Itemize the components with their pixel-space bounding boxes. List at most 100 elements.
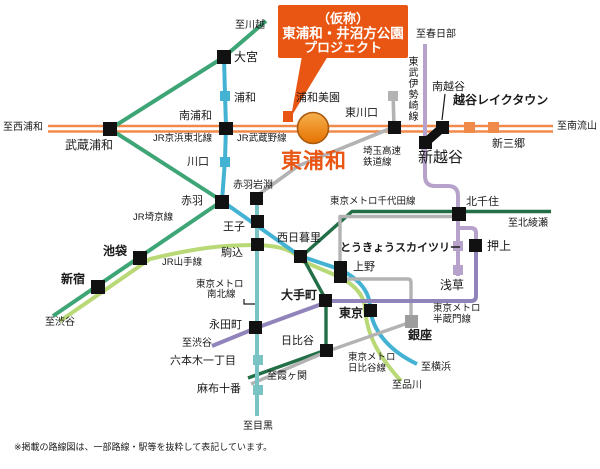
station-marker-otemachi — [319, 294, 332, 307]
label-higashi-urawa: 東浦和 — [281, 150, 347, 173]
label-shin-koshigaya: 新越谷 — [418, 149, 464, 166]
label-to-kasukabe: 至春日部 — [416, 29, 456, 40]
station-marker-ginza — [405, 315, 418, 328]
label-pointer-minamikoshigaya — [441, 93, 446, 121]
label-to-shinagawa: 至品川 — [392, 380, 422, 391]
line-jr-keihin-tohoku — [219, 56, 418, 366]
station-marker-higashi-kawaguchi — [388, 121, 401, 134]
label-to-shibuya-mid: 至渋谷 — [182, 338, 212, 349]
label-jr-saikyo-line: JR埼京線 — [133, 212, 174, 223]
station-marker-minami-koshigaya — [436, 121, 449, 134]
label-tokyo-skytree: とうきょうスカイツリー — [340, 242, 461, 254]
station-marker-azabu-juban — [253, 385, 263, 395]
label-jr-yamanote-line: JR山手線 — [162, 257, 203, 268]
label-nishi-nippori: 西日暮里 — [277, 232, 321, 244]
label-musashi-urawa: 武蔵浦和 — [65, 138, 114, 152]
station-markers-black — [91, 50, 482, 357]
label-ginza: 銀座 — [408, 328, 433, 342]
station-marker-oji — [251, 215, 264, 228]
label-to-shibuya-left: 至渋谷 — [45, 317, 75, 328]
project-callout-shape — [278, 5, 408, 122]
label-to-kita-ayase: 至北綾瀬 — [508, 218, 548, 229]
label-saitama-rapid-2: 鉄道線 — [363, 157, 392, 168]
label-asakusa: 浅草 — [440, 278, 465, 292]
label-to-kasumigaseki: 至霞ヶ関 — [267, 371, 307, 382]
label-shin-misato: 新三郷 — [492, 138, 525, 150]
label-nagatacho: 永田町 — [209, 319, 242, 331]
station-marker-tokyo — [364, 304, 377, 317]
label-to-nishi-urawa: 至西浦和 — [3, 122, 43, 133]
callout-box — [278, 5, 408, 58]
label-omiya: 大宮 — [234, 50, 259, 64]
label-minami-urawa: 南浦和 — [179, 110, 212, 122]
line-metro-hibiya — [250, 214, 460, 386]
label-higashi-kawaguchi: 東川口 — [345, 107, 378, 119]
station-marker-hibiya — [320, 344, 333, 357]
label-akabane-iwabuchi: 赤羽岩淵 — [233, 180, 273, 191]
station-marker-shin-misato — [488, 122, 499, 133]
station-marker-koshigaya-laketown — [464, 122, 475, 133]
callout-line1: （仮称） — [316, 11, 369, 26]
callout-line2: 東浦和・井沼方公園 — [282, 26, 404, 41]
label-ikebukuro: 池袋 — [103, 244, 128, 258]
label-jr-keihin-tohoku-line: JR京浜東北線 — [153, 133, 213, 144]
callout-line3: プロジェクト — [303, 40, 382, 55]
label-kawaguchi: 川口 — [187, 156, 209, 168]
map-footnote: ※掲載の路線図は、一部路線・駅等を抜粋して表記しています。 — [14, 442, 273, 452]
station-marker-akabane — [215, 195, 229, 209]
callout-tail — [291, 56, 328, 117]
label-minami-koshigaya: 南越谷 — [432, 81, 465, 93]
label-tokyo: 東京 — [339, 306, 364, 320]
label-shinjuku: 新宿 — [61, 272, 86, 286]
station-marker-minami-urawa — [219, 122, 233, 135]
station-marker-shin-koshigaya — [419, 136, 432, 149]
label-to-minami-nagareyama: 至南流山 — [557, 121, 597, 132]
label-pointer-namboku — [243, 299, 255, 305]
label-to-kawagoe: 至川越 — [235, 20, 265, 31]
line-metro-chiyoda — [247, 209, 551, 380]
callout-anchor-square — [283, 111, 293, 122]
station-marker-kita-senju — [452, 207, 466, 221]
label-ueno: 上野 — [353, 261, 375, 273]
label-oji: 王子 — [223, 221, 245, 233]
label-urawa: 浦和 — [234, 92, 256, 104]
label-azabu-juban: 麻布十番 — [197, 383, 241, 395]
station-marker-urawa — [220, 91, 230, 101]
station-marker-tokyo-skytree — [453, 241, 463, 251]
station-marker-akabane-iwabuchi — [250, 192, 263, 205]
label-akabane: 赤羽 — [181, 195, 203, 207]
station-marker-shinjuku — [91, 280, 105, 294]
station-marker-nagatacho — [249, 321, 262, 334]
label-metro-hibiya-1: 東京メトロ — [348, 352, 396, 363]
station-marker-omiya — [217, 50, 231, 64]
label-to-yokohama: 至横浜 — [421, 362, 451, 373]
station-marker-musashi-urawa — [103, 122, 117, 136]
label-saitama-rapid-1: 埼玉高速 — [363, 146, 402, 157]
label-metro-hibiya-2: 日比谷線 — [348, 363, 387, 374]
label-otemachi: 大手町 — [281, 288, 318, 302]
label-tobu-isesaki-line: 東武伊勢崎線 — [406, 56, 417, 122]
label-metro-hanzomon-1: 東京メトロ — [433, 303, 481, 314]
station-markers-colored — [220, 91, 499, 395]
station-marker-urawa-misono — [388, 91, 398, 101]
station-marker-roppongi-itchome — [253, 355, 263, 365]
label-metro-hanzomon-2: 半蔵門線 — [433, 314, 472, 325]
label-koshigaya-laketown: 越谷レイクタウン — [453, 93, 549, 107]
label-to-meguro: 至目黒 — [243, 421, 273, 432]
label-jr-musashino-line: JR武蔵野線 — [237, 133, 287, 144]
station-marker-nishi-nippori — [294, 250, 307, 263]
station-marker-ikebukuro — [133, 251, 147, 265]
label-hibiya: 日比谷 — [281, 335, 314, 347]
label-urawa-misono: 浦和美園 — [296, 92, 340, 104]
label-roppongi-itchome: 六本木一丁目 — [170, 355, 236, 367]
station-marker-kawaguchi — [220, 157, 230, 167]
line-metro-hanzomon — [211, 246, 478, 348]
label-metro-namboku-1: 東京メトロ — [196, 279, 244, 290]
label-metro-namboku-2: 南北線 — [207, 289, 236, 300]
label-kita-senju: 北千住 — [466, 196, 499, 208]
label-komagome: 駒込 — [221, 247, 243, 259]
line-saitama-rapid — [256, 90, 396, 197]
higashi-urawa-marker — [296, 111, 330, 145]
